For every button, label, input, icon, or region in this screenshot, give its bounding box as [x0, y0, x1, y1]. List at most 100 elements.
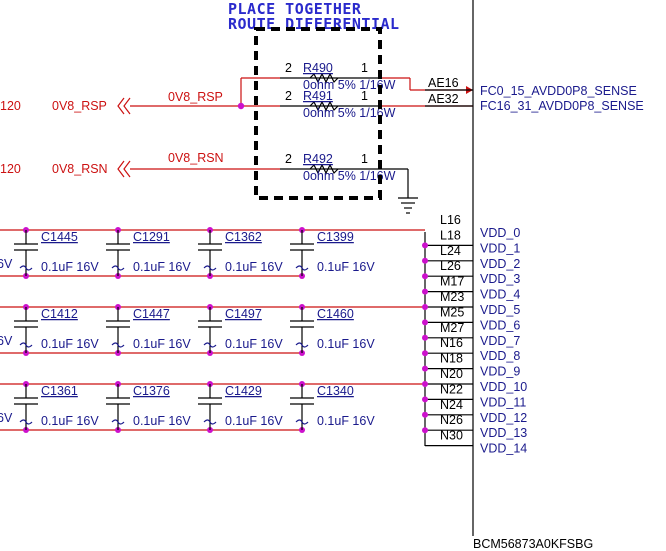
net-rsn-edge-fragment: 120	[0, 162, 21, 176]
cap-value-c1399: 0.1uF 16V	[317, 260, 375, 274]
junction-vdd-9	[422, 365, 428, 372]
r491-ref: R491	[303, 89, 333, 103]
capacitor-c1340: C1340 0.1uF 16V	[290, 381, 375, 433]
junction-vdd-11	[422, 396, 428, 403]
r491-pin1: 1	[361, 89, 368, 103]
pin-number-vdd-1: L18	[440, 228, 461, 242]
cap-value-c1361: 0.1uF 16V	[41, 414, 99, 428]
junction-vdd-4	[422, 288, 428, 295]
pin-number-vdd-8: N16	[440, 336, 463, 350]
pin-ae32: AE32	[428, 92, 459, 106]
r490-value: 0ohm 5% 1/16W	[303, 78, 396, 92]
pin-name-vdd-13: VDD_13	[480, 426, 527, 440]
r490-pin1: 1	[361, 61, 368, 75]
cap-ref-c1376: C1376	[133, 384, 170, 398]
offpage-connector-rsn	[117, 160, 131, 178]
cap-ref-c1460: C1460	[317, 307, 354, 321]
resistor-r491: 2 1 R491 0ohm 5% 1/16W	[280, 89, 396, 120]
cap-ref-c1447: C1447	[133, 307, 170, 321]
junction-vdd-10	[422, 381, 428, 387]
pin-number-vdd-9: N18	[440, 352, 463, 366]
r492-pin2: 2	[285, 152, 292, 166]
capacitor-c1497: C1497 0.1uF 16V	[198, 304, 283, 356]
cap-value-c1447: 0.1uF 16V	[133, 337, 191, 351]
cap-ref-c1340: C1340	[317, 384, 354, 398]
pin-name-vdd-11: VDD_11	[480, 395, 526, 409]
pin-number-vdd-5: M23	[440, 290, 464, 304]
capacitor-c1291: C1291 0.1uF 16V	[106, 227, 191, 279]
cap-ref-c1497: C1497	[225, 307, 262, 321]
pin-number-vdd-11: N22	[440, 382, 463, 396]
edge-value-fragment-row-2: 6V	[0, 334, 13, 348]
net-rsp-edge-fragment: 120	[0, 99, 21, 113]
capacitor-c1412: C1412 0.1uF 16V	[14, 304, 99, 356]
pin-name-vdd-7: VDD_7	[480, 334, 520, 348]
capacitor-c1376: C1376 0.1uF 16V	[106, 381, 191, 433]
junction-vdd-13	[422, 427, 428, 434]
pin-ae16: AE16	[428, 76, 459, 90]
ground-icon	[398, 197, 418, 214]
net-label-0v8-rsp-left: 0V8_RSP	[52, 99, 107, 113]
r490-ref: R490	[303, 61, 333, 75]
cap-ref-c1399: C1399	[317, 230, 354, 244]
cap-ref-c1362: C1362	[225, 230, 262, 244]
pin-name-fc0-15-sense: FC0_15_AVDD0P8_SENSE	[480, 84, 637, 98]
pin-number-vdd-6: M25	[440, 305, 464, 319]
cap-ref-c1361: C1361	[41, 384, 78, 398]
r492-pin1: 1	[361, 152, 368, 166]
junction-vdd-12	[422, 411, 428, 418]
junction-vdd-3	[422, 273, 428, 280]
pin-number-vdd-14: N30	[440, 429, 463, 443]
capacitor-c1447: C1447 0.1uF 16V	[106, 304, 191, 356]
net-label-0v8-rsn: 0V8_RSN	[168, 151, 224, 165]
resistor-r492: 2 1 R492 0ohm 5% 1/16W	[280, 152, 396, 183]
pin-name-vdd-9: VDD_9	[480, 365, 520, 379]
pin-number-vdd-12: N24	[440, 398, 463, 412]
junction-vdd-5	[422, 304, 428, 310]
junction-vdd-6	[422, 319, 428, 326]
capacitor-c1361: C1361 0.1uF 16V	[14, 381, 99, 433]
junction-rsp	[237, 102, 245, 110]
design-note-line1: PLACE TOGETHER	[228, 0, 362, 18]
r491-pin2: 2	[285, 89, 292, 103]
pin-name-vdd-8: VDD_8	[480, 349, 520, 363]
cap-ref-c1291: C1291	[133, 230, 170, 244]
r490-pin2: 2	[285, 61, 292, 75]
cap-value-c1376: 0.1uF 16V	[133, 414, 191, 428]
cap-value-c1497: 0.1uF 16V	[225, 337, 283, 351]
junction-vdd-1	[422, 242, 428, 249]
cap-ref-c1445: C1445	[41, 230, 78, 244]
net-label-0v8-rsp: 0V8_RSP	[168, 90, 223, 104]
pin-name-vdd-14: VDD_14	[480, 442, 527, 456]
junction-vdd-2	[422, 257, 428, 264]
edge-value-fragment-row-1: 6V	[0, 257, 13, 271]
edge-value-fragment-row-3: 6V	[0, 411, 13, 425]
r492-value: 0ohm 5% 1/16W	[303, 169, 396, 183]
pin-number-vdd-3: L26	[440, 259, 461, 273]
design-note-line2: ROUTE DIFFERENTIAL	[228, 15, 400, 33]
pin-number-vdd-7: M27	[440, 321, 464, 335]
pin-name-vdd-5: VDD_5	[480, 303, 520, 317]
cap-ref-c1412: C1412	[41, 307, 78, 321]
capacitor-c1399: C1399 0.1uF 16V	[290, 227, 375, 279]
cap-value-c1412: 0.1uF 16V	[41, 337, 99, 351]
cap-value-c1445: 0.1uF 16V	[41, 260, 99, 274]
pin-number-vdd-10: N20	[440, 367, 463, 381]
cap-ref-c1429: C1429	[225, 384, 262, 398]
pin-number-vdd-13: N26	[440, 413, 463, 427]
cap-value-c1429: 0.1uF 16V	[225, 414, 283, 428]
placement-group-box	[254, 27, 382, 200]
cap-value-c1340: 0.1uF 16V	[317, 414, 375, 428]
offpage-connector-rsp	[117, 97, 131, 115]
capacitor-c1429: C1429 0.1uF 16V	[198, 381, 283, 433]
pin-name-fc16-31-sense: FC16_31_AVDD0P8_SENSE	[480, 99, 644, 113]
cap-value-c1291: 0.1uF 16V	[133, 260, 191, 274]
junction-vdd-7	[422, 334, 428, 341]
pin-name-vdd-2: VDD_2	[480, 257, 520, 271]
capacitor-c1445: C1445 0.1uF 16V	[14, 227, 99, 279]
pin-number-vdd-4: M17	[440, 275, 464, 289]
